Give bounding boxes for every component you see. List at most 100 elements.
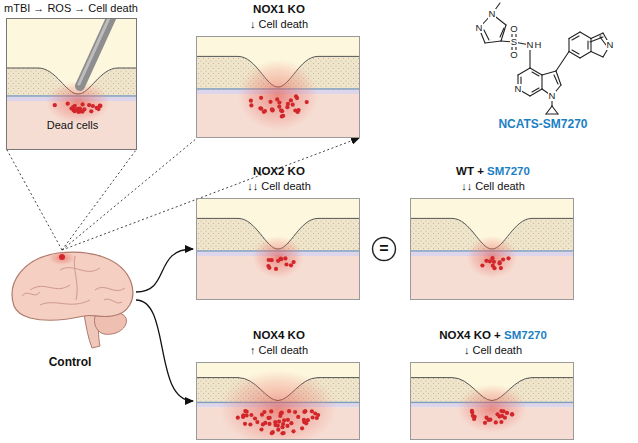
bond-line <box>568 39 569 52</box>
air-region <box>410 362 574 440</box>
gyrus-line <box>104 299 122 303</box>
dead-cell <box>505 411 509 415</box>
dead-cell <box>273 420 277 424</box>
dead-cell <box>289 98 293 102</box>
dead-cell <box>499 409 503 413</box>
dead-cell <box>280 411 284 415</box>
node-heading: NOX4 KO <box>197 329 361 343</box>
bond-line <box>518 68 530 75</box>
dead-cell <box>291 429 295 433</box>
dead-cell <box>245 410 249 414</box>
bond-line <box>591 52 603 58</box>
dead-cell <box>287 409 291 413</box>
bond-line <box>500 28 504 37</box>
bond-line <box>600 35 601 36</box>
bond-line <box>569 32 580 39</box>
dead-cell <box>296 415 300 419</box>
bond-line <box>530 89 542 96</box>
bond-line <box>554 75 558 84</box>
dead-cell <box>249 413 253 417</box>
dead-cell <box>263 421 267 425</box>
dead-cell <box>277 420 281 424</box>
dead-cell <box>267 422 271 426</box>
dead-cell <box>269 409 273 413</box>
dead-cell <box>98 104 102 108</box>
dead-cell <box>499 266 503 270</box>
dead-cell <box>255 420 259 424</box>
text-part: NOX4 KO + <box>439 329 504 341</box>
node-heading: NOX2 KO <box>197 165 361 179</box>
dead-cell <box>270 108 274 112</box>
dead-cell <box>266 416 270 420</box>
node-heading: WT + SM7270 <box>411 165 575 179</box>
dead-cell <box>236 416 240 420</box>
dead-cell <box>95 106 99 110</box>
impactor-rod <box>80 18 112 86</box>
dead-cell <box>285 424 289 428</box>
dead-cell <box>87 103 91 107</box>
dead-cell <box>483 421 487 425</box>
bond-line <box>590 39 591 52</box>
tissue-section <box>196 362 360 440</box>
dead-cell <box>480 263 484 267</box>
node-subheading: ↓ Cell death <box>197 18 361 31</box>
dead-cell <box>249 103 253 107</box>
dead-cell <box>270 258 274 262</box>
dead-cell <box>277 105 281 109</box>
damage-glow <box>252 236 303 279</box>
dead-cell <box>492 266 496 270</box>
dead-cell <box>276 428 280 432</box>
dead-cell <box>497 415 501 419</box>
dead-cell <box>259 96 263 100</box>
dead-cell <box>262 110 266 114</box>
compound-name: NCATS-SM7270 <box>498 118 587 130</box>
dead-cell <box>302 420 306 424</box>
node-subheading: ↓ Cell death <box>411 344 575 357</box>
bond-line <box>542 71 556 75</box>
section-panel: NOX2 KO↓↓ Cell death <box>196 198 360 300</box>
dead-cell <box>276 424 280 428</box>
dead-cell <box>305 100 309 104</box>
atom-symbol: N <box>548 91 557 101</box>
dead-cell <box>488 259 492 263</box>
dead-cell <box>503 416 507 420</box>
gyrus-line <box>30 285 70 290</box>
tissue-section <box>196 36 360 138</box>
inset-box: Dead cells <box>6 18 137 150</box>
dead-cell <box>492 260 496 264</box>
dead-cell <box>501 257 505 261</box>
atom-symbol: O <box>509 50 518 60</box>
dead-cell <box>293 410 297 414</box>
tissue-section <box>410 198 574 300</box>
cerebrum <box>12 252 133 320</box>
brain-tissue <box>6 101 137 150</box>
bond-line <box>501 25 506 41</box>
bond-line <box>556 52 569 72</box>
dead-cell <box>258 106 262 110</box>
dead-cell <box>289 263 293 267</box>
dead-cell <box>89 109 93 113</box>
equal-sign: = <box>379 241 388 257</box>
impactor-highlight <box>79 18 110 84</box>
atom-symbol: N <box>488 9 497 19</box>
dead-cell <box>271 108 275 112</box>
damage-glow <box>219 370 338 440</box>
equal-circle <box>373 238 396 261</box>
dead-cell <box>311 415 315 419</box>
bond-line <box>569 52 580 59</box>
dead-cell <box>78 107 82 111</box>
bond-line <box>572 36 579 40</box>
dead-cell <box>296 110 300 114</box>
atom-symbol: N <box>475 23 484 33</box>
injury-spot <box>49 251 75 265</box>
drug-name: SM7270 <box>504 329 547 341</box>
dead-cell <box>510 412 514 416</box>
dead-cell <box>488 418 492 422</box>
dead-cell <box>300 426 304 430</box>
dead-cell <box>303 409 307 413</box>
dead-cell <box>253 416 257 420</box>
dead-cell <box>267 266 271 270</box>
gyrus-line <box>60 268 100 272</box>
